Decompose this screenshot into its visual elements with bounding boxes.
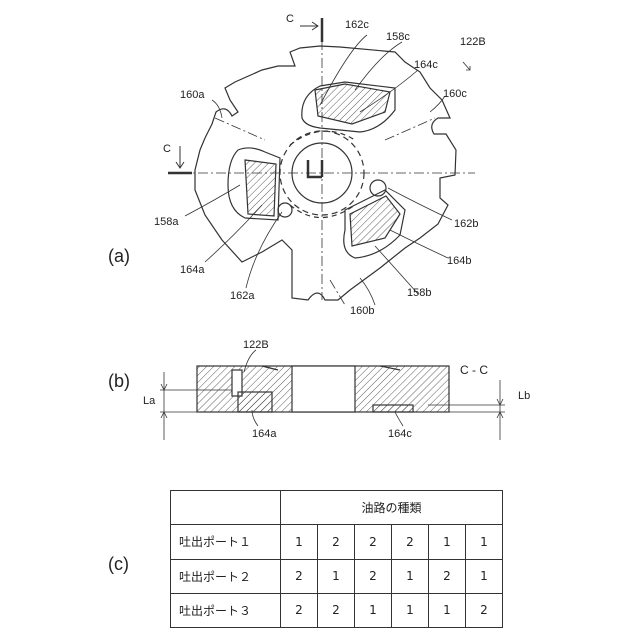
table-cell: 2: [281, 593, 318, 627]
table-row: 吐出ポート２ 2 1 2 1 2 1: [171, 559, 503, 593]
center-bore-section: [292, 366, 355, 412]
section-c-left: C: [163, 143, 171, 155]
label-162a: 162a: [230, 290, 255, 302]
center-lines: [180, 40, 475, 305]
groove-164a: [245, 160, 276, 216]
table-cell: 1: [318, 559, 355, 593]
oil-path-table: 油路の種類 吐出ポート１ 1 2 2 2 1 1 吐出ポート２ 2 1 2 1 …: [170, 490, 503, 628]
table-cell: 2: [318, 525, 355, 559]
part-a-label: (a): [108, 246, 130, 266]
label-164b: 164b: [447, 255, 471, 267]
section-cc-label: C - C: [460, 363, 488, 377]
table-header-row: 油路の種類: [171, 491, 503, 525]
table-corner-cell: [171, 491, 281, 525]
label-162b: 162b: [454, 218, 478, 230]
label-162c: 162c: [345, 19, 369, 31]
table-cell: 1: [392, 559, 429, 593]
label-164c-section: 164c: [388, 428, 412, 440]
part-b-label: (b): [108, 371, 130, 391]
section-c-top: C: [286, 13, 294, 25]
row-label: 吐出ポート３: [171, 593, 281, 627]
table-cell: 2: [355, 559, 392, 593]
label-164a-section: 164a: [252, 428, 277, 440]
table-cell: 1: [281, 525, 318, 559]
table-cell: 2: [466, 593, 503, 627]
table-cell: 2: [355, 525, 392, 559]
plate-122b-label: 122B: [460, 36, 486, 48]
label-158b: 158b: [407, 287, 431, 299]
row-label: 吐出ポート２: [171, 559, 281, 593]
label-164c: 164c: [414, 59, 438, 71]
table-cell: 1: [392, 593, 429, 627]
label-160a: 160a: [180, 89, 205, 101]
table-header: 油路の種類: [281, 491, 503, 525]
leader-lines: [185, 35, 470, 305]
label-158c: 158c: [386, 31, 410, 43]
table-cell: 1: [355, 593, 392, 627]
groove-164c: [315, 84, 390, 124]
section-arrow-top: [300, 18, 322, 42]
table-row: 吐出ポート１ 1 2 2 2 1 1: [171, 525, 503, 559]
table-cell: 2: [318, 593, 355, 627]
label-164a: 164a: [180, 264, 205, 276]
plate-122b-section-label: 122B: [243, 339, 269, 351]
part-c-label: (c): [108, 554, 129, 574]
section-corner-mark: [308, 160, 322, 177]
table-cell: 2: [429, 559, 466, 593]
groove-164c-section: [373, 405, 413, 412]
groove-164a-section: [238, 392, 272, 412]
table-cell: 1: [429, 525, 466, 559]
label-160c: 160c: [443, 88, 467, 100]
row-label: 吐出ポート１: [171, 525, 281, 559]
table-row: 吐出ポート３ 2 2 1 1 1 2: [171, 593, 503, 627]
dimension-lb-label: Lb: [518, 390, 530, 402]
table-cell: 1: [466, 525, 503, 559]
dimension-la-label: La: [143, 395, 156, 407]
table-cell: 1: [429, 593, 466, 627]
label-160b: 160b: [350, 305, 374, 317]
section-arrow-left: [168, 146, 192, 173]
view-b: [160, 350, 505, 440]
label-158a: 158a: [154, 216, 179, 228]
table-cell: 2: [281, 559, 318, 593]
table-cell: 1: [466, 559, 503, 593]
table-cell: 2: [392, 525, 429, 559]
